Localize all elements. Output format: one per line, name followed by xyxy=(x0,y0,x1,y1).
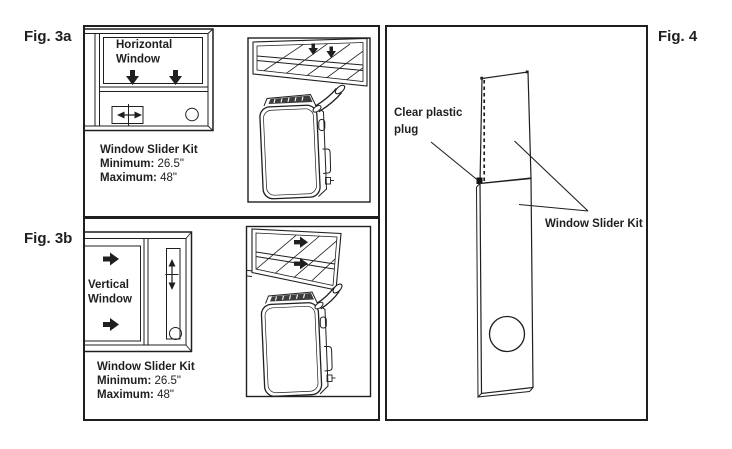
portable-ac-unit xyxy=(260,291,336,397)
drain-fitting xyxy=(324,346,333,372)
exhaust-hose xyxy=(312,84,346,113)
down-arrow-icon xyxy=(308,43,336,58)
clear-plastic-plug-marker xyxy=(476,177,483,184)
fig3b-window-caption-line2: Window xyxy=(88,294,132,306)
fig4-panel: Clear plastic plug Window Slider Kit xyxy=(385,25,648,421)
fig3b-label: Fig. 3b xyxy=(24,230,73,247)
fig3b-installation-inset xyxy=(245,225,372,398)
horizontal-adjust-arrow-icon xyxy=(117,111,142,119)
fig3a-label: Fig. 3a xyxy=(24,28,72,45)
fig3a-installation-inset xyxy=(247,37,371,203)
fig3a-window-caption-line1: Horizontal xyxy=(116,39,172,51)
right-arrow-icon xyxy=(294,236,308,270)
handle-recess xyxy=(319,316,327,329)
hose-hole-circle xyxy=(169,327,182,340)
fig3a-window-diagram: Horizontal Window xyxy=(85,28,371,203)
window-slider-kit-callout: Window Slider Kit xyxy=(545,218,643,230)
handle-recess xyxy=(318,119,326,131)
fig3b-spec: Window Slider Kit Minimum: 26.5" Maximum… xyxy=(97,360,195,402)
vertical-adjust-arrow-icon xyxy=(165,259,179,290)
spec-title: Window Slider Kit xyxy=(100,144,198,156)
down-arrow-icon xyxy=(126,70,182,85)
window-pane xyxy=(252,37,368,87)
exhaust-hose xyxy=(314,283,343,310)
hose-hole-circle xyxy=(185,107,199,122)
upper-slider-panel xyxy=(476,70,532,185)
window-pane xyxy=(246,228,342,291)
portable-ac-unit xyxy=(259,93,334,200)
fig3a-panel: Horizontal Window xyxy=(83,25,380,218)
spec-maximum: Maximum: 48" xyxy=(97,389,174,401)
fig4-label: Fig. 4 xyxy=(658,28,698,45)
fig4-slider-kit-diagram xyxy=(430,70,589,399)
vertical-window-frame xyxy=(85,231,193,353)
plug-leader-line xyxy=(430,141,478,181)
horizontal-window-frame xyxy=(85,28,214,132)
control-panel xyxy=(270,293,314,302)
fig3a-window-caption-line2: Window xyxy=(116,54,160,66)
spec-minimum: Minimum: 26.5" xyxy=(100,158,184,170)
fig3b-window-diagram: Vertical Window xyxy=(85,225,372,398)
spec-title: Window Slider Kit xyxy=(97,361,195,373)
spec-minimum: Minimum: 26.5" xyxy=(97,375,181,387)
fig3a-spec: Window Slider Kit Minimum: 26.5" Maximum… xyxy=(100,143,198,185)
control-panel xyxy=(268,95,313,104)
drain-fitting xyxy=(322,148,332,174)
lower-slider-panel xyxy=(476,177,534,399)
kit-leader-lines xyxy=(514,140,589,212)
clear-plastic-plug-callout: Clear plastic plug xyxy=(394,107,463,136)
spec-maximum: Maximum: 48" xyxy=(100,172,177,184)
fig3b-panel: Vertical Window xyxy=(83,217,380,421)
right-arrow-icon xyxy=(103,252,119,331)
hose-hole-circle xyxy=(488,315,526,353)
fig3b-window-caption-line1: Vertical xyxy=(88,279,129,291)
